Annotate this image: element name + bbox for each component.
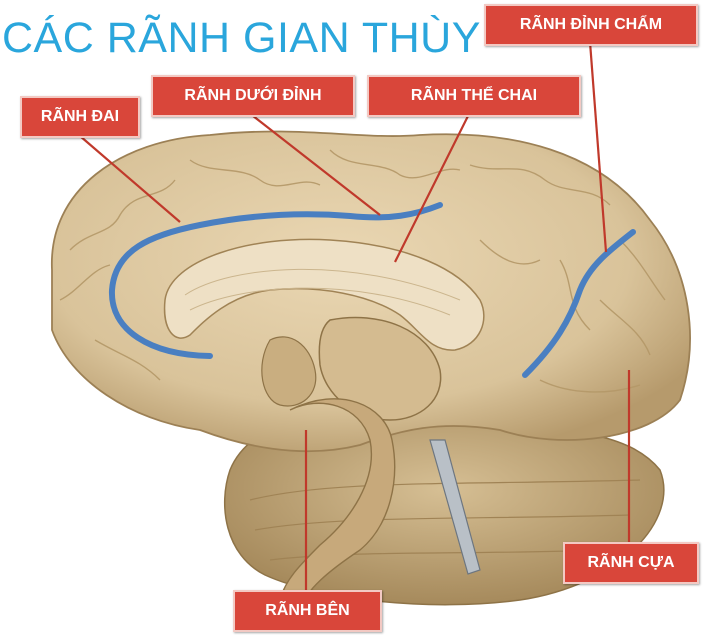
label-lateral-sulcus: RÃNH BÊN	[233, 590, 382, 632]
page-title: CÁC RÃNH GIAN THÙY	[2, 14, 481, 62]
midbrain	[261, 336, 317, 407]
label-subparietal-sulcus: RÃNH DƯỚI ĐỈNH	[151, 75, 355, 117]
parieto-occipital-sulcus-line	[522, 229, 636, 378]
label-calcarine-sulcus: RÃNH CỰA	[563, 542, 699, 584]
pointer-pin	[429, 439, 481, 575]
thalamus	[318, 316, 442, 421]
label-parieto-occipital-sulcus: RÃNH ĐỈNH CHẨM	[484, 4, 698, 46]
label-callosal-sulcus: RÃNH THỂ CHAI	[367, 75, 581, 117]
corpus-callosum	[163, 238, 485, 351]
label-cingulate-sulcus: RÃNH ĐAI	[20, 96, 140, 138]
cingulate-sulcus-line	[108, 202, 443, 359]
